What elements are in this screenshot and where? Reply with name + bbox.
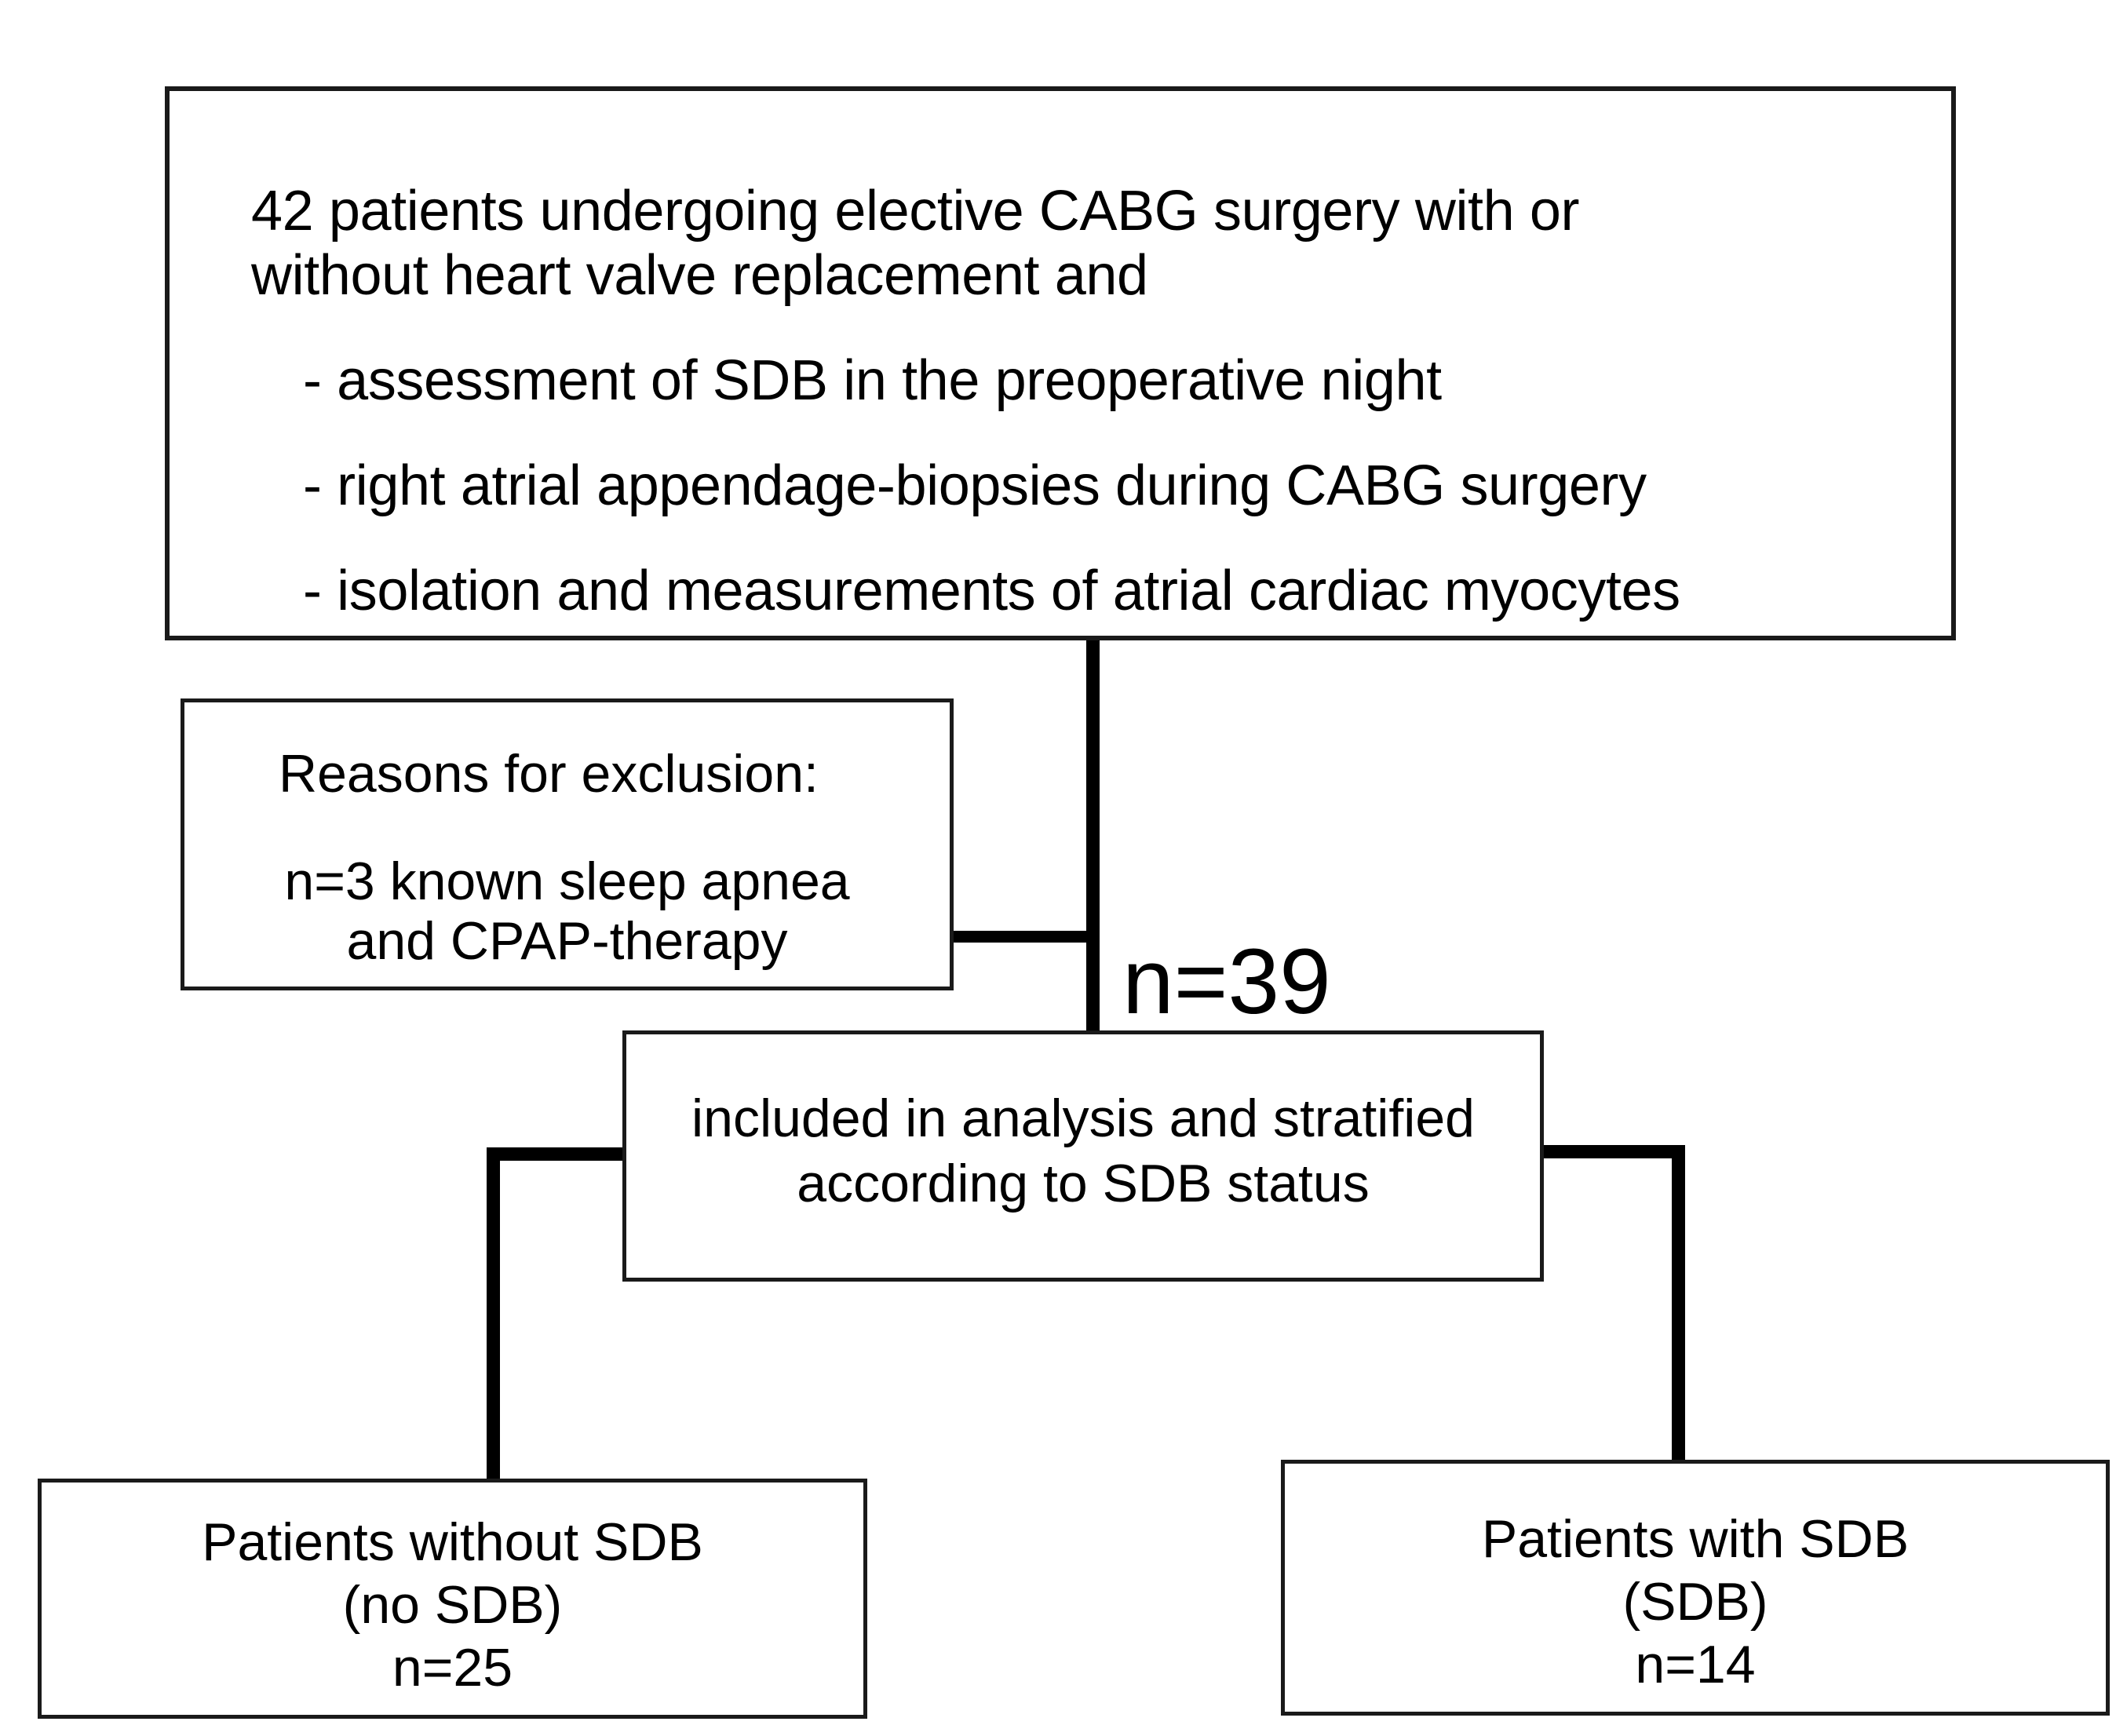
study-population-box: 42 patients undergoing elective CABG sur… (165, 86, 1956, 640)
included-line-1: included in analysis and stratified (691, 1089, 1475, 1148)
patients-without-sdb-text: Patients without SDB (no SDB) n=25 (42, 1511, 863, 1700)
exclusion-reasons-box: Reasons for exclusion: n=3 known sleep a… (181, 698, 954, 990)
with-sdb-count: n=14 (1635, 1635, 1756, 1695)
connector-right-branch-vertical (1672, 1145, 1685, 1464)
exclusion-detail: n=3 known sleep apnea and CPAP-therapy (184, 852, 950, 971)
enrolled-count-label: n=39 (1122, 930, 1331, 1034)
with-sdb-title: Patients with SDB (1481, 1509, 1910, 1569)
included-line-2: according to SDB status (797, 1153, 1370, 1213)
included-in-analysis-text: included in analysis and stratified acco… (626, 1086, 1540, 1216)
patients-without-sdb-box: Patients without SDB (no SDB) n=25 (38, 1479, 867, 1719)
connector-left-branch-horizontal (487, 1147, 628, 1161)
connector-left-branch-vertical (487, 1147, 500, 1483)
bullet-item-isolation: - isolation and measurements of atrial c… (303, 560, 1680, 623)
bullet-item-assessment: - assessment of SDB in the preoperative … (303, 349, 1442, 413)
intro-line-1: 42 patients undergoing elective CABG sur… (251, 180, 1580, 243)
connector-trunk-to-exclusion (950, 931, 1091, 943)
study-population-text: 42 patients undergoing elective CABG sur… (251, 179, 1928, 623)
connector-trunk-vertical (1086, 637, 1100, 1034)
bullet-item-biopsies: - right atrial appendage-biopsies during… (303, 454, 1647, 518)
exclusion-detail-line-2: and CPAP-therapy (346, 911, 788, 972)
with-sdb-abbrev: (SDB) (1622, 1572, 1768, 1632)
without-sdb-abbrev: (no SDB) (342, 1575, 563, 1636)
exclusion-detail-line-1: n=3 known sleep apnea (284, 852, 850, 911)
without-sdb-count: n=25 (392, 1638, 513, 1698)
included-in-analysis-box: included in analysis and stratified acco… (622, 1030, 1544, 1282)
patients-with-sdb-text: Patients with SDB (SDB) n=14 (1285, 1508, 2106, 1697)
without-sdb-title: Patients without SDB (202, 1512, 703, 1572)
patients-with-sdb-box: Patients with SDB (SDB) n=14 (1281, 1460, 2110, 1716)
exclusion-title: Reasons for exclusion: (279, 744, 819, 804)
connector-right-branch-horizontal (1538, 1145, 1685, 1158)
intro-line-2: without heart valve replacement and (251, 244, 1148, 308)
